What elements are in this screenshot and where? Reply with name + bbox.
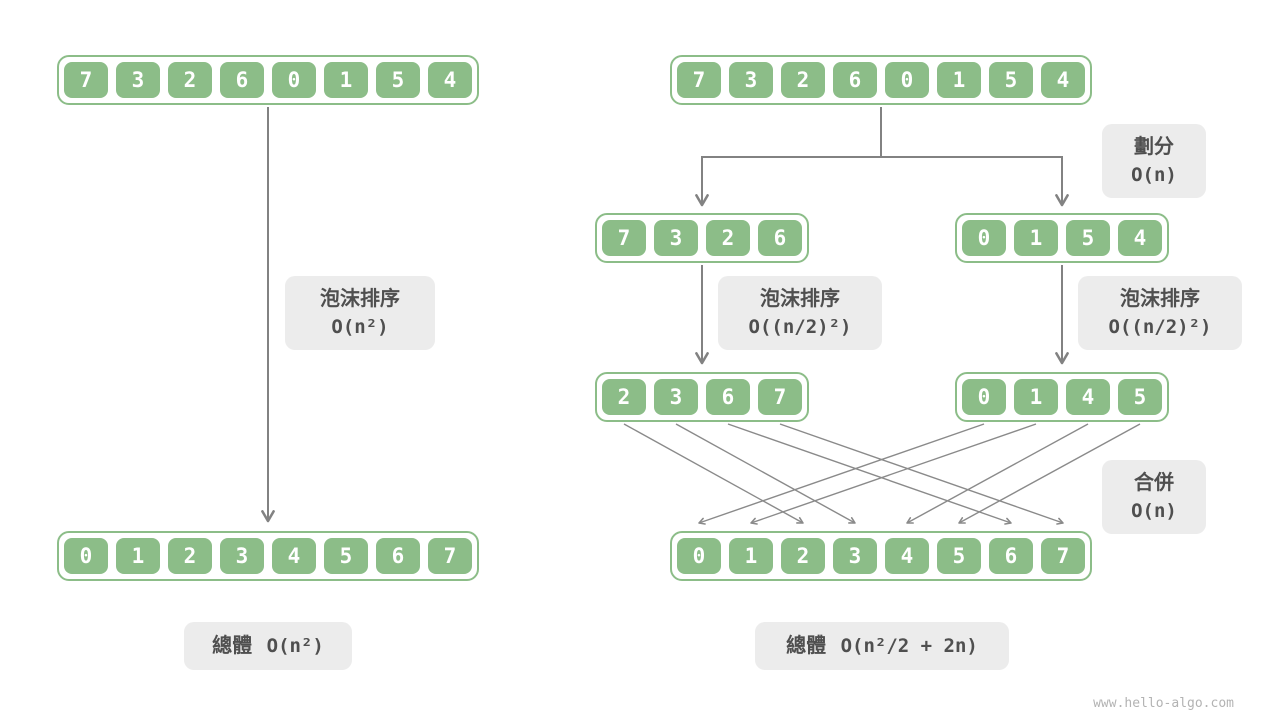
cell: 0 [962,379,1006,415]
cell: 6 [758,220,802,256]
cell: 5 [376,62,420,98]
cell: 3 [654,379,698,415]
label-complexity: O(n²) [331,316,389,338]
cell: 3 [833,538,877,574]
cell: 5 [989,62,1033,98]
label-complexity: O(n) [1131,500,1177,522]
cell: 4 [428,62,472,98]
label-bubble-sort-half-right: 泡沫排序 O((n/2)²) [1078,276,1242,350]
cell: 4 [1118,220,1162,256]
label-complexity: O(n²) [266,635,324,657]
label-divide: 劃分 O(n) [1102,124,1206,198]
array-half-right-unsorted: 0 1 5 4 [955,213,1169,263]
array-half-left-sorted: 2 3 6 7 [595,372,809,422]
cell: 4 [272,538,316,574]
cell: 2 [781,62,825,98]
cell: 3 [116,62,160,98]
array-half-right-sorted: 0 1 4 5 [955,372,1169,422]
cell: 1 [1014,220,1058,256]
cell: 5 [1066,220,1110,256]
label-complexity: O((n/2)²) [748,316,852,338]
cell: 1 [729,538,773,574]
cell: 0 [272,62,316,98]
cell: 2 [602,379,646,415]
cell: 7 [677,62,721,98]
cell: 6 [376,538,420,574]
label-complexity: O(n²/2 + 2n) [840,635,978,657]
cell: 3 [729,62,773,98]
cell: 7 [64,62,108,98]
cell: 0 [677,538,721,574]
cell: 5 [1118,379,1162,415]
label-complexity: O((n/2)²) [1108,316,1212,338]
cell: 0 [885,62,929,98]
cell: 6 [989,538,1033,574]
cell: 4 [885,538,929,574]
cell: 6 [706,379,750,415]
cell: 2 [168,538,212,574]
merge-arrows [623,423,1141,525]
cell: 1 [324,62,368,98]
label-title: 泡沫排序 [760,288,840,310]
cell: 4 [1041,62,1085,98]
cell: 3 [654,220,698,256]
label-title: 泡沫排序 [320,288,400,310]
watermark: www.hello-algo.com [1093,696,1234,711]
cell: 2 [706,220,750,256]
cell: 4 [1066,379,1110,415]
spacer [257,635,263,657]
cell: 1 [116,538,160,574]
label-title: 總體 [786,635,827,657]
spacer [831,635,837,657]
cell: 5 [324,538,368,574]
array-half-left-unsorted: 7 3 2 6 [595,213,809,263]
array-left-unsorted: 7 3 2 6 0 1 5 4 [57,55,479,105]
cell: 0 [64,538,108,574]
cell: 2 [168,62,212,98]
cell: 2 [781,538,825,574]
cell: 7 [1041,538,1085,574]
array-right-unsorted: 7 3 2 6 0 1 5 4 [670,55,1092,105]
cell: 5 [937,538,981,574]
cell: 1 [937,62,981,98]
label-title: 泡沫排序 [1120,288,1200,310]
label-bubble-sort-left: 泡沫排序 O(n²) [285,276,435,350]
label-merge: 合併 O(n) [1102,460,1206,534]
label-bubble-sort-half-left: 泡沫排序 O((n/2)²) [718,276,882,350]
label-total-left: 總體 O(n²) [184,622,352,670]
cell: 3 [220,538,264,574]
label-title: 劃分 [1134,136,1174,158]
cell: 6 [220,62,264,98]
cell: 1 [1014,379,1058,415]
label-complexity: O(n) [1131,164,1177,186]
cell: 7 [758,379,802,415]
array-left-sorted: 0 1 2 3 4 5 6 7 [57,531,479,581]
cell: 0 [962,220,1006,256]
cell: 6 [833,62,877,98]
cell: 7 [602,220,646,256]
label-title: 總體 [212,635,253,657]
array-right-sorted: 0 1 2 3 4 5 6 7 [670,531,1092,581]
label-total-right: 總體 O(n²/2 + 2n) [755,622,1009,670]
label-title: 合併 [1134,472,1174,494]
cell: 7 [428,538,472,574]
divide-arrows [695,107,1069,207]
